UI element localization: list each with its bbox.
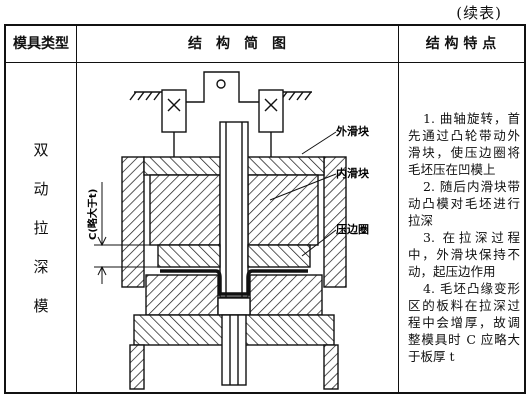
press-frame (121, 156, 347, 288)
inner-slider (219, 121, 249, 298)
mold-type-char: 拉 (33, 218, 49, 237)
feature-list: 1. 曲轴旋转，首先通过凸轮带动外滑块，使压边圈将毛坯压在凹模上 2. 随后内滑… (408, 110, 520, 365)
mold-type-char: 双 (33, 140, 49, 159)
base-ground (129, 344, 339, 390)
blank-sheet (160, 269, 308, 296)
header-diagram: 结 构 简 图 (188, 36, 286, 52)
header-features: 结 构 特 点 (425, 36, 497, 52)
leader-lines (269, 131, 337, 257)
blank-holder (157, 244, 311, 268)
mold-type-char: 模 (33, 296, 49, 315)
label-blank-holder: 压边圈 (336, 222, 369, 236)
header-divider (6, 62, 524, 63)
mold-type-char: 动 (33, 179, 49, 198)
mold-type-name: 双 动 拉 深 模 (6, 62, 76, 392)
double-action-die-diagram: C(略大于t) 外滑块 内滑块 压边圈 (86, 71, 370, 390)
col-divider-1 (76, 26, 77, 392)
continued-label: (续表) (456, 4, 502, 22)
mold-type-char: 深 (33, 257, 49, 276)
feature-item: 1. 曲轴旋转，首先通过凸轮带动外滑块，使压边圈将毛坯压在凹模上 (408, 111, 520, 177)
ejector-rod (221, 314, 247, 386)
label-inner-slider: 内滑块 (336, 166, 370, 180)
label-outer-slider: 外滑块 (335, 124, 370, 138)
feature-item: 4. 毛坯凸缘变形区的板料在拉深过程中会增厚，故调整模具时 C 应略大于板厚 t (408, 281, 520, 364)
top-mechanism (129, 71, 312, 157)
dimension-c-label: C(略大于t) (86, 189, 99, 240)
col-divider-2 (398, 26, 399, 392)
mold-table: 模具类型 结 构 简 图 结 构 特 点 双 动 拉 深 模 1. 曲轴旋转，首… (4, 24, 526, 394)
feature-item: 2. 随后内滑块带动凸模对毛坯进行拉深 (408, 179, 520, 228)
outer-slider (149, 174, 319, 246)
feature-item: 3. 在拉深过程中，外滑块保持不动，起压边作用 (408, 230, 520, 279)
dimension-c (94, 182, 158, 284)
header-mold-type: 模具类型 (13, 36, 69, 52)
